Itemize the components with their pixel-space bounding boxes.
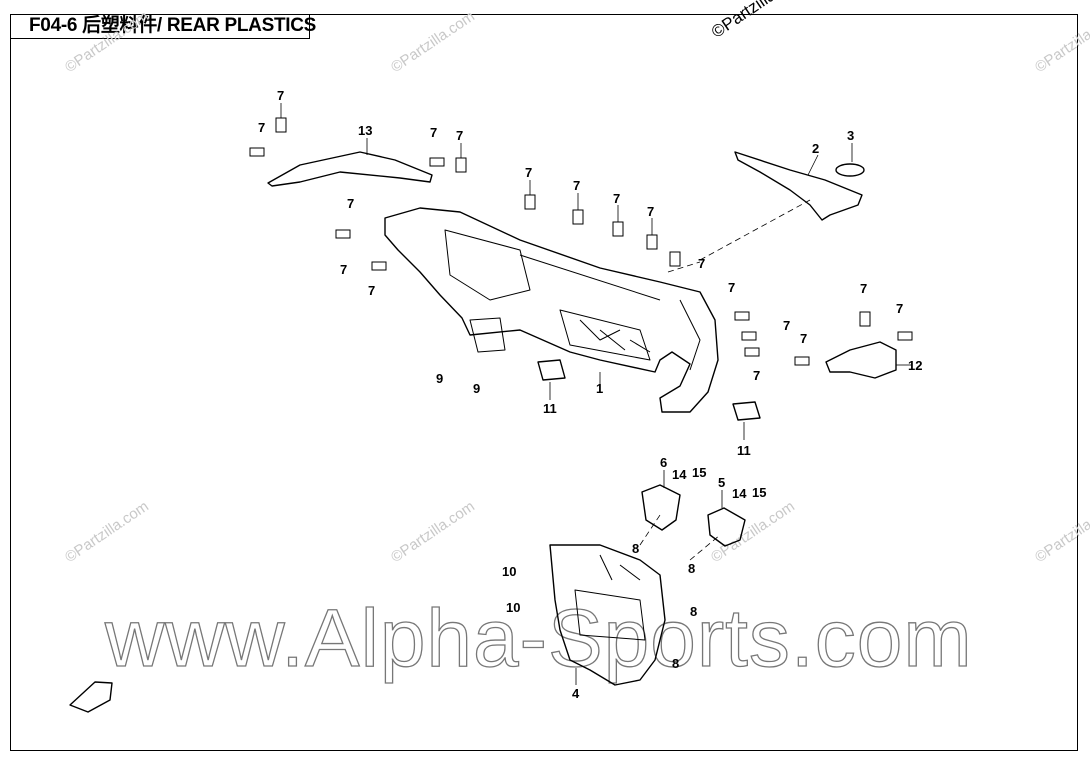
diagram-frame xyxy=(10,14,1078,751)
callout-8: 8 xyxy=(690,604,697,619)
callout-8: 8 xyxy=(632,541,639,556)
callout-7: 7 xyxy=(430,125,437,140)
callout-5: 5 xyxy=(718,475,725,490)
small-bracket-part xyxy=(825,341,897,379)
callout-7: 7 xyxy=(896,301,903,316)
lower-panel-part xyxy=(549,544,666,686)
callout-13: 13 xyxy=(358,123,372,138)
callout-7: 7 xyxy=(368,283,375,298)
page-title: F04-6 后塑料件/ REAR PLASTICS xyxy=(10,14,316,39)
bracket-6-part xyxy=(641,484,681,531)
callout-11: 11 xyxy=(737,443,751,458)
callout-7: 7 xyxy=(860,281,867,296)
callout-7: 7 xyxy=(525,165,532,180)
callout-7: 7 xyxy=(456,128,463,143)
callout-7: 7 xyxy=(753,368,760,383)
callout-7: 7 xyxy=(800,331,807,346)
callout-7: 7 xyxy=(347,196,354,211)
callout-7: 7 xyxy=(613,191,620,206)
callout-7: 7 xyxy=(783,318,790,333)
callout-8: 8 xyxy=(672,656,679,671)
callout-9: 9 xyxy=(473,381,480,396)
right-bracket-part xyxy=(734,151,863,221)
callout-7: 7 xyxy=(277,88,284,103)
left-bracket-part xyxy=(267,151,433,187)
callout-15: 15 xyxy=(752,485,766,500)
callout-7: 7 xyxy=(258,120,265,135)
callout-9: 9 xyxy=(436,371,443,386)
pad-part xyxy=(537,359,566,381)
callout-7: 7 xyxy=(340,262,347,277)
callout-8: 8 xyxy=(688,561,695,576)
rear-fender-part xyxy=(384,207,719,413)
bracket-5-part xyxy=(707,507,746,547)
callout-11: 11 xyxy=(543,401,557,416)
callout-1: 1 xyxy=(596,381,603,396)
callout-2: 2 xyxy=(812,141,819,156)
oring-part xyxy=(835,163,865,177)
callout-7: 7 xyxy=(728,280,735,295)
callout-14: 14 xyxy=(672,467,687,482)
callout-4: 4 xyxy=(572,686,580,701)
callout-15: 15 xyxy=(692,465,706,480)
callout-12: 12 xyxy=(908,358,922,373)
callout-6: 6 xyxy=(660,455,667,470)
callout-7: 7 xyxy=(647,204,654,219)
callout-14: 14 xyxy=(732,486,747,501)
callout-3: 3 xyxy=(847,128,854,143)
callout-7: 7 xyxy=(698,256,705,271)
callout-7: 7 xyxy=(573,178,580,193)
pad-part xyxy=(732,401,761,421)
callout-10: 10 xyxy=(506,600,520,615)
callout-10: 10 xyxy=(502,564,516,579)
forward-arrow-icon xyxy=(69,681,113,713)
website-watermark: www.Alpha-Sports.com xyxy=(104,592,973,684)
